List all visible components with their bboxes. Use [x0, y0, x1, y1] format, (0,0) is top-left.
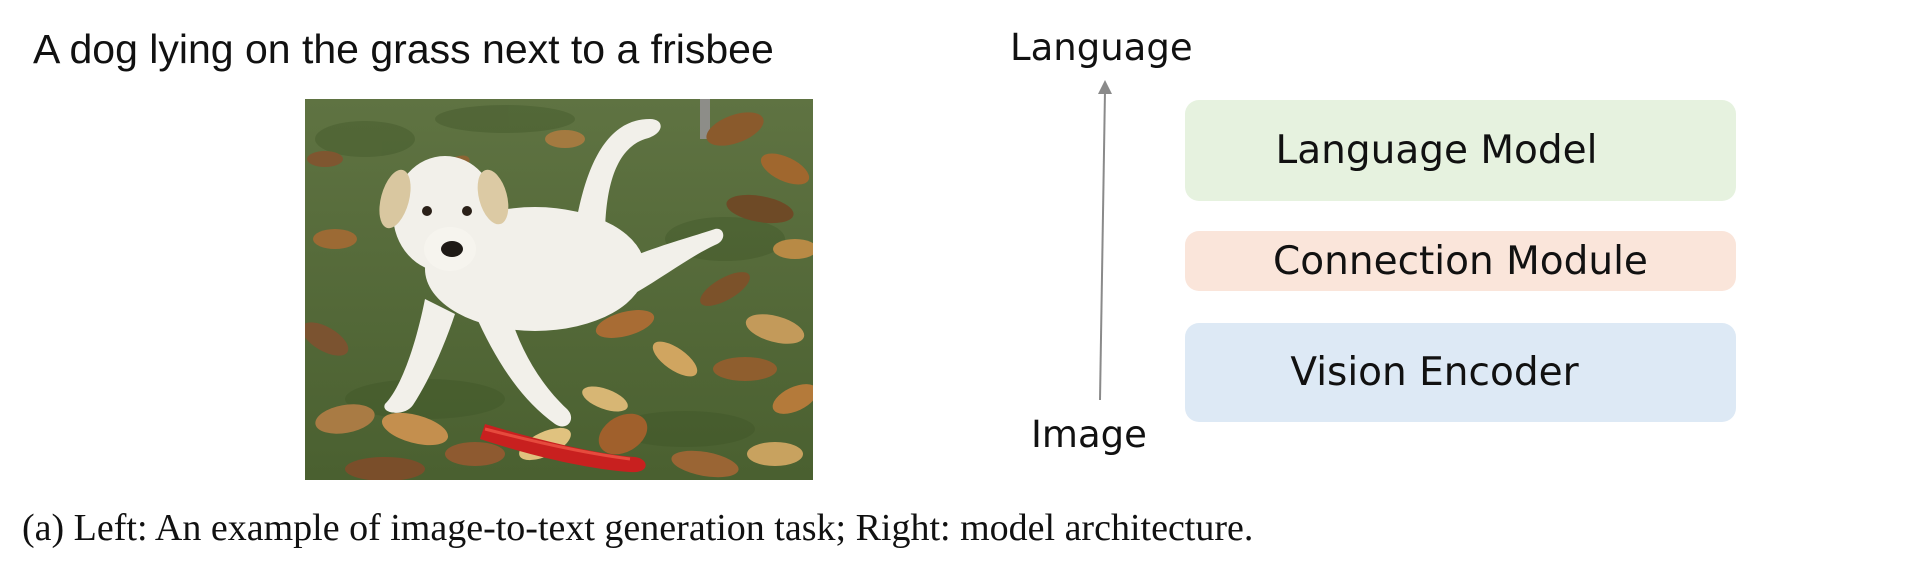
output-label-language: Language: [1010, 26, 1193, 69]
flow-arrow-shaft: [1099, 89, 1106, 401]
fence-post: [700, 99, 710, 139]
autumn-leaves: [305, 112, 813, 480]
red-frisbee: [480, 413, 648, 473]
connection-module-label: Connection Module: [1273, 238, 1648, 284]
connection-module-block: Connection Module: [1185, 231, 1736, 291]
vision-encoder-block: Vision Encoder: [1185, 323, 1736, 422]
input-label-image: Image: [1031, 413, 1147, 456]
dog-photo-illustration: [305, 99, 813, 480]
figure-caption: (a) Left: An example of image-to-text ge…: [22, 507, 1254, 549]
language-model-block: Language Model: [1185, 100, 1736, 201]
dog-photo: [305, 99, 813, 480]
grass-texture: [315, 105, 785, 447]
dog-face: [422, 206, 472, 257]
flow-arrow: [1098, 80, 1112, 401]
dog: [379, 119, 724, 427]
flow-arrow-head: [1098, 80, 1112, 94]
vision-encoder-label: Vision Encoder: [1290, 350, 1579, 395]
language-model-label: Language Model: [1275, 128, 1598, 173]
example-caption: A dog lying on the grass next to a frisb…: [33, 26, 774, 72]
